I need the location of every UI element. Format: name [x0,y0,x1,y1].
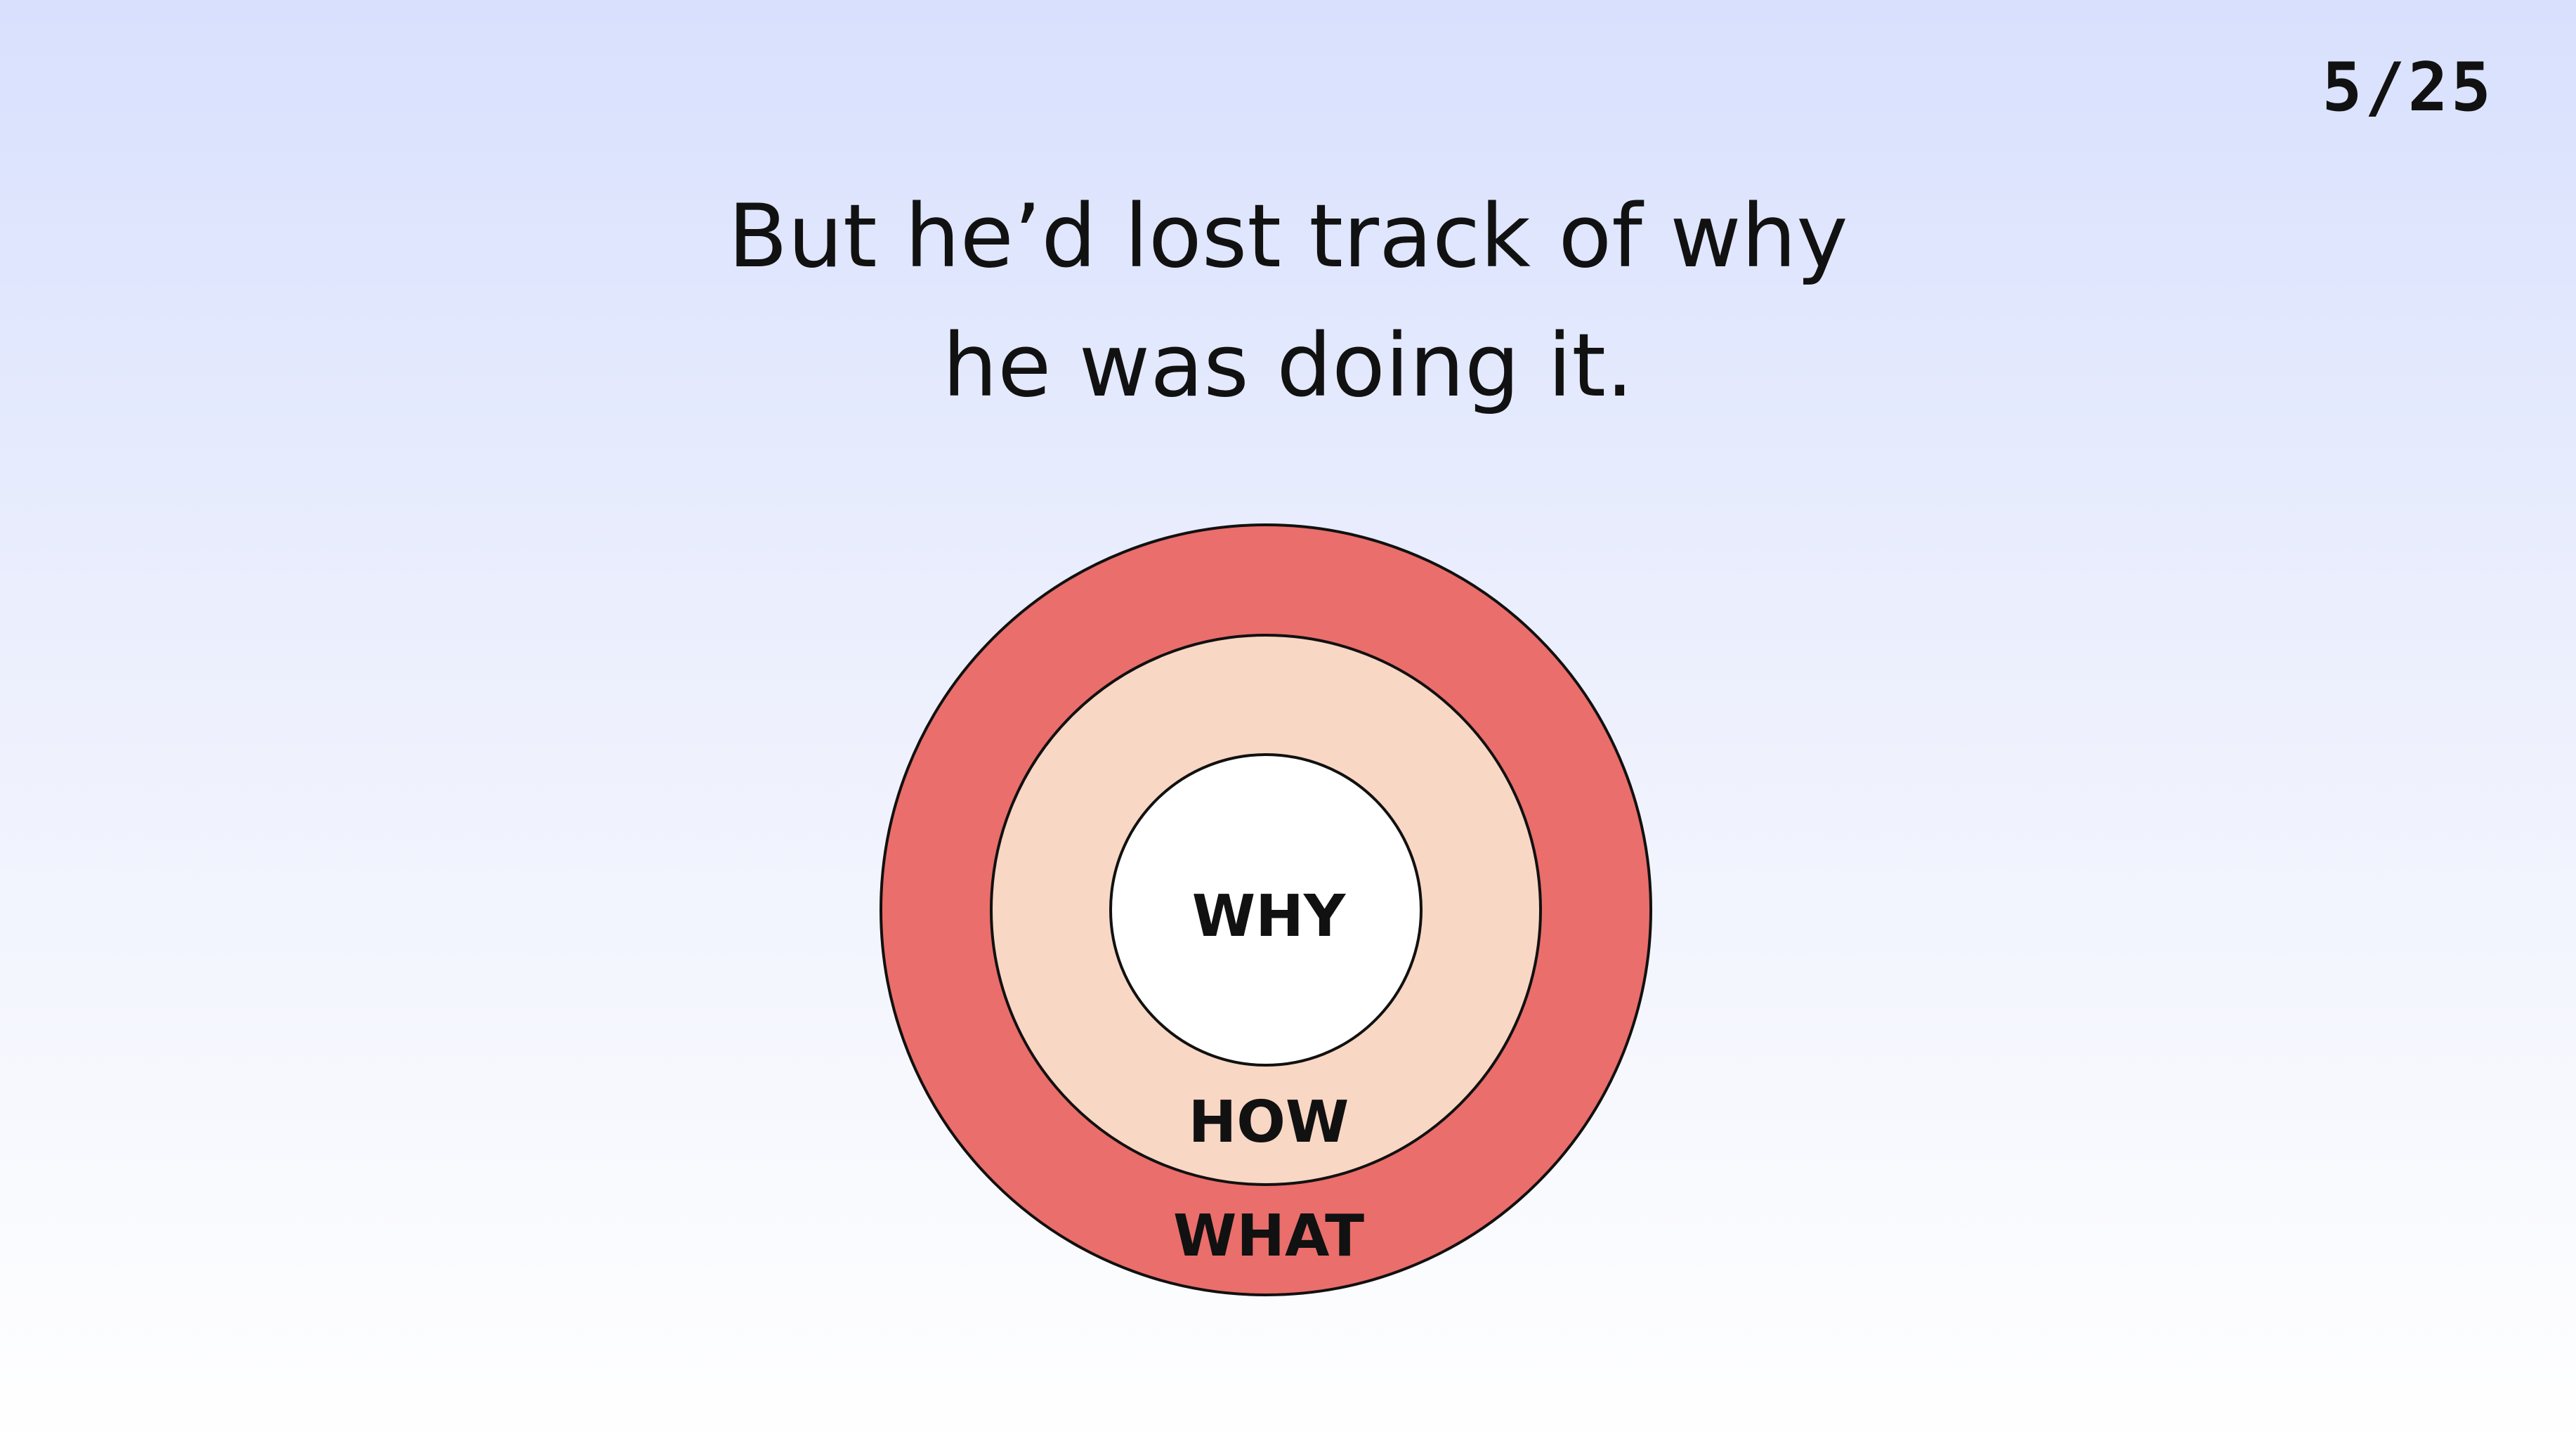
page-counter: 5/25 [2322,49,2494,126]
headline-line-1: But he’d lost track of why [728,186,1848,287]
what-label: WHAT [1173,1203,1364,1270]
how-label: HOW [1189,1089,1349,1156]
why-circle [1109,753,1423,1067]
slide-headline: But he’d lost track of why he was doing … [0,172,2576,431]
headline-line-2: he was doing it. [942,315,1634,417]
why-label: WHY [1192,883,1347,950]
